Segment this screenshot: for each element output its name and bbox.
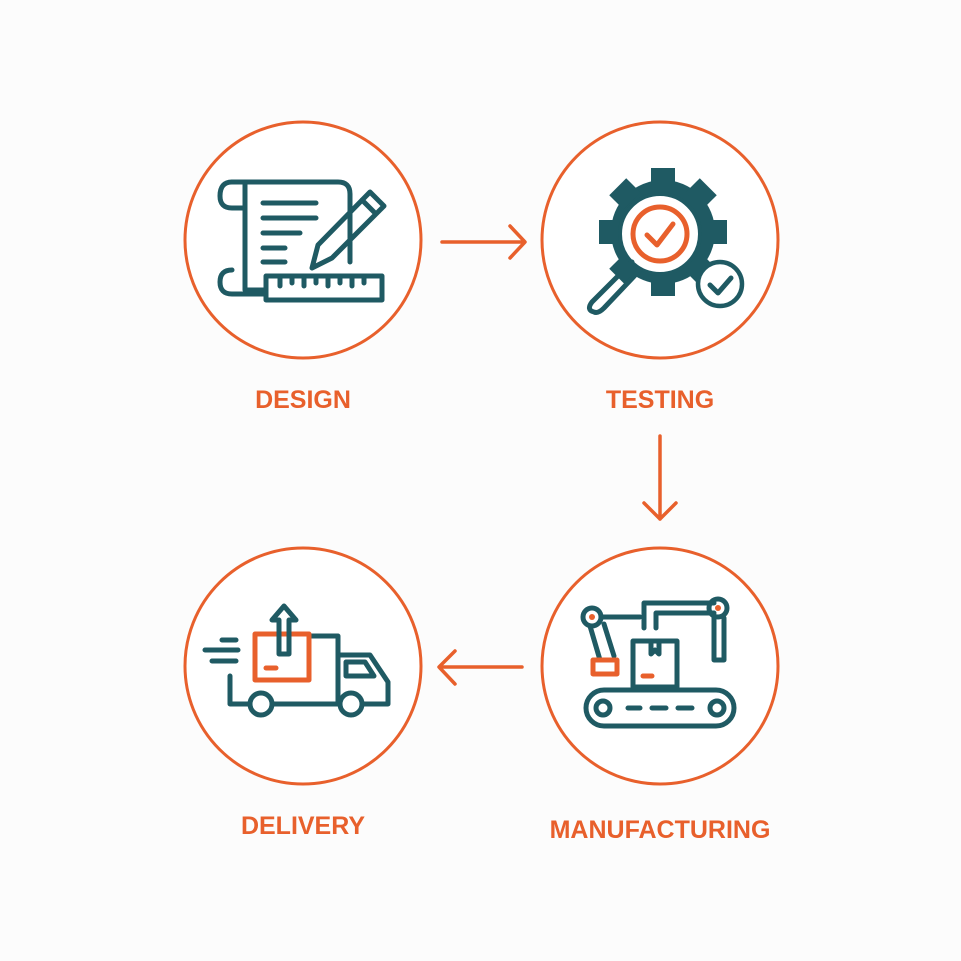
step-testing: TESTING xyxy=(540,120,780,414)
step-manufacturing: MANUFACTURING xyxy=(540,546,780,844)
manufacturing-circle xyxy=(540,546,780,786)
step-label-delivery: DELIVERY xyxy=(241,812,365,840)
delivery-circle xyxy=(183,546,423,786)
blueprint-pencil-ruler-icon xyxy=(217,179,387,303)
design-circle xyxy=(183,120,423,360)
step-label-manufacturing: MANUFACTURING xyxy=(550,816,771,844)
robot-arm-conveyor-icon xyxy=(580,596,737,729)
step-delivery: DELIVERY xyxy=(183,546,423,840)
delivery-truck-icon xyxy=(202,603,391,718)
gear-magnifier-check-icon xyxy=(586,168,745,315)
arrow-design-to-testing xyxy=(440,224,527,260)
arrow-testing-to-manufacturing xyxy=(642,434,678,521)
step-design: DESIGN xyxy=(183,120,423,414)
step-label-design: DESIGN xyxy=(255,386,351,414)
arrow-manufacturing-to-delivery xyxy=(437,649,524,686)
step-label-testing: TESTING xyxy=(606,386,714,414)
